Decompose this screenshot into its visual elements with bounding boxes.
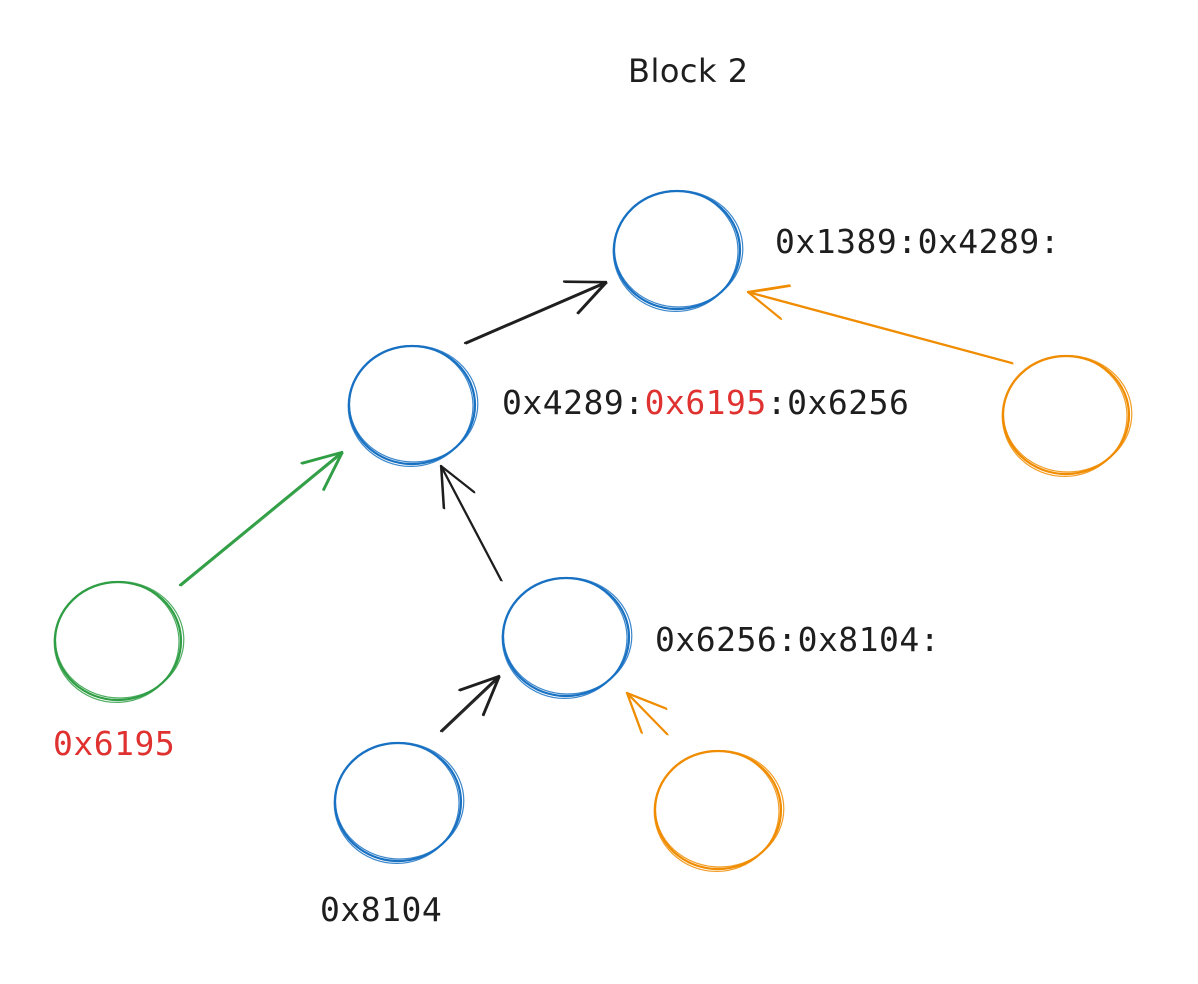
mid-node-label-highlight: 0x6195 (644, 383, 767, 422)
arrowhead-barb (576, 280, 608, 315)
node-orange-right (1001, 354, 1133, 478)
node-leaf-6195 (53, 580, 185, 703)
node-outline (653, 749, 780, 872)
edge-shaft-sketch (441, 676, 501, 733)
edge-leaf-8104-to-lower (439, 674, 501, 733)
diagram-title: Block 2 (628, 52, 749, 90)
arrowhead-barb-sketch (748, 292, 783, 320)
arrowhead-barb-sketch (578, 282, 608, 315)
arrowhead-barb-sketch (627, 693, 644, 734)
edge-shaft-sketch (627, 693, 669, 736)
arrowhead-barb (746, 284, 791, 294)
mid-node-label-part-a: 0x4289: (502, 383, 645, 422)
arrowhead-barb-sketch (748, 285, 791, 294)
arrowhead-barb (458, 674, 501, 692)
node-orange-bottom (653, 749, 785, 872)
edge-leaf-6195-to-mid (178, 450, 344, 587)
arrowhead-barb (439, 464, 445, 510)
arrowhead-barb-sketch (323, 452, 344, 492)
arrowhead-barb-sketch (459, 676, 501, 692)
edge-shaft (439, 464, 503, 582)
node-leaf-8104 (333, 741, 465, 864)
nodes-layer (53, 189, 1133, 872)
node-outline (53, 580, 180, 703)
node-root (612, 189, 744, 313)
green-leaf-label: 0x6195 (53, 724, 176, 763)
edge-shaft-sketch (180, 452, 344, 587)
node-mid (347, 344, 479, 468)
mid-node-label-part-b: :0x6256 (766, 383, 910, 422)
node-outline (612, 190, 739, 313)
node-outline (333, 741, 460, 864)
edge-lower-to-mid (439, 464, 503, 582)
mid-node-label: 0x4289:0x6195:0x6256 (502, 383, 909, 422)
node-outline (347, 345, 474, 468)
edge-shaft-sketch (465, 282, 608, 345)
arrowhead-barb (300, 450, 344, 465)
edge-shaft (178, 450, 344, 587)
arrowhead-barb (625, 691, 643, 734)
lower-node-label: 0x6256:0x8104: (655, 620, 941, 659)
node-outline (501, 576, 628, 699)
edge-shaft (463, 280, 608, 345)
edge-orange-bottom-to-lower (625, 691, 669, 736)
arrowhead-barb (625, 691, 668, 710)
arrowhead-barb-sketch (441, 466, 446, 510)
edge-shaft (439, 674, 501, 733)
arrowhead-barb-sketch (301, 452, 344, 465)
edge-shaft-sketch (441, 466, 503, 582)
arrowhead-barb-sketch (627, 693, 668, 710)
arrowhead-barb (322, 450, 344, 491)
root-node-label: 0x1389:0x4289: (775, 222, 1061, 261)
arrowhead-barb-sketch (441, 466, 476, 494)
edge-orange-right-to-root (746, 284, 1014, 365)
arrowhead-barb-sketch (483, 676, 501, 717)
edge-shaft-sketch (748, 292, 1014, 365)
edges-layer (178, 280, 1014, 736)
arrowhead-barb (481, 674, 501, 716)
node-outline (1001, 355, 1128, 478)
blue-leaf-label: 0x8104 (320, 890, 443, 929)
edge-shaft (746, 290, 1014, 365)
edge-mid-to-root (463, 280, 608, 345)
node-lower (501, 576, 633, 699)
